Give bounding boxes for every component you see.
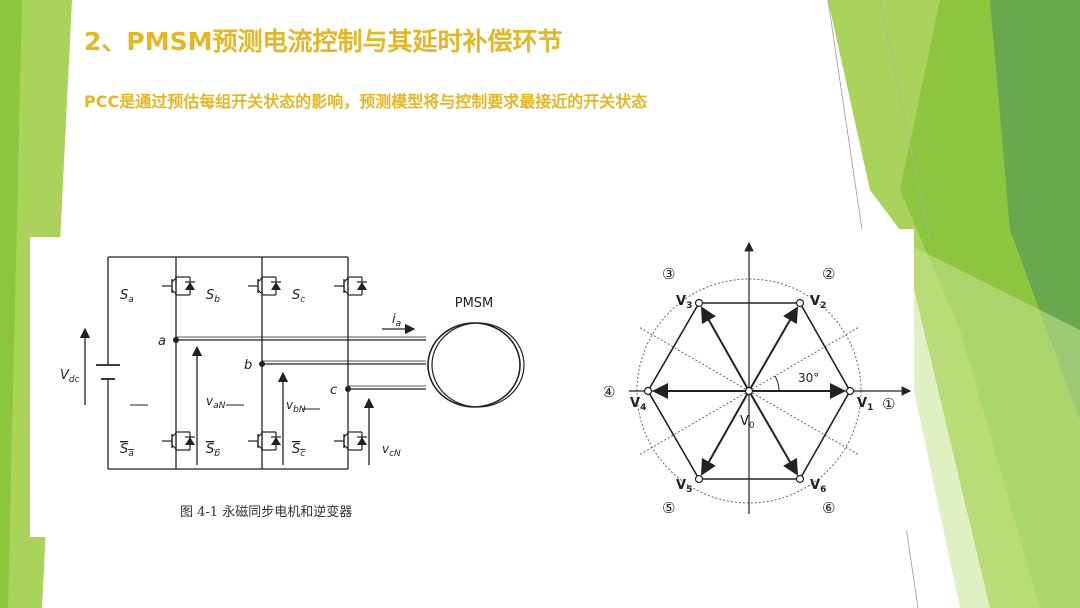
switch-label-sb: Sb (206, 288, 220, 305)
slide-subtitle: PCC是通过预估每组开关状态的影响，预测模型将与控制要求最接近的开关状态 (84, 92, 648, 111)
right-green-panel-dark (990, 0, 1080, 420)
switch-label-sc: Sc (292, 288, 305, 305)
dc-source (96, 364, 120, 380)
leg-c (333, 257, 426, 469)
slide-title: 2、PMSM预测电流控制与其延时补偿环节 (84, 27, 563, 56)
phase-voltage-label-c: vcN (382, 442, 401, 459)
angle-arc (774, 375, 780, 392)
figure-caption: 图 4-1 永磁同步电机和逆变器 (180, 504, 352, 520)
motor-label: PMSM (455, 296, 494, 311)
voltage-vectors (652, 306, 846, 476)
sector-label-3: ③ (662, 265, 675, 283)
vector-label-v0: V0 (740, 414, 755, 431)
inverter-circuit-figure: Vdc (30, 237, 560, 537)
dc-voltage-label: Vdc (60, 368, 80, 385)
pmsm-motor (427, 322, 525, 408)
vector-endpoints (643, 298, 855, 484)
angle-label: 30° (798, 371, 819, 385)
sector-label-4: ④ (604, 383, 615, 401)
node-label-c: c (330, 383, 337, 398)
vector-label-v5: V5 (676, 478, 692, 495)
switch-label-sc-bar: Sc (292, 442, 305, 459)
sector-label-2: ② (822, 265, 835, 283)
diagonal-line-2 (879, 0, 931, 241)
left-green-stripe-inner (0, 0, 22, 608)
vector-label-v1: V1 (857, 396, 873, 413)
switch-label-sa: Sa (120, 288, 134, 305)
sector-label-5: ⑤ (662, 499, 675, 517)
space-vector-diagram: 30° V1 V2 V3 V4 V5 V6 V0 ① ② ③ ④ ⑤ ⑥ (602, 241, 912, 517)
leg-b (247, 257, 426, 469)
sector-label-1: ① (882, 395, 895, 413)
switch-label-sa-bar: Sa (120, 442, 134, 459)
sector-label-6: ⑥ (822, 499, 835, 517)
current-label: ia (392, 312, 401, 329)
vector-label-v2: V2 (810, 294, 826, 311)
vector-label-v6: V6 (810, 478, 826, 495)
vector-label-v4: V4 (630, 396, 646, 413)
vector-label-v3: V3 (676, 294, 692, 311)
inverter-circuit-diagram: Vdc (60, 256, 525, 520)
switch-label-sb-bar: Sb (206, 442, 220, 459)
node-label-b: b (244, 358, 252, 373)
node-label-a: a (158, 334, 166, 349)
phase-voltage-label-a: vaN (206, 394, 226, 411)
leg-a (161, 257, 426, 469)
right-green-facet (880, 230, 1080, 608)
phase-voltage-label-b: vbN (286, 398, 306, 415)
space-vector-figure: 30° V1 V2 V3 V4 V5 V6 V0 ① ② ③ ④ ⑤ ⑥ (602, 229, 914, 531)
